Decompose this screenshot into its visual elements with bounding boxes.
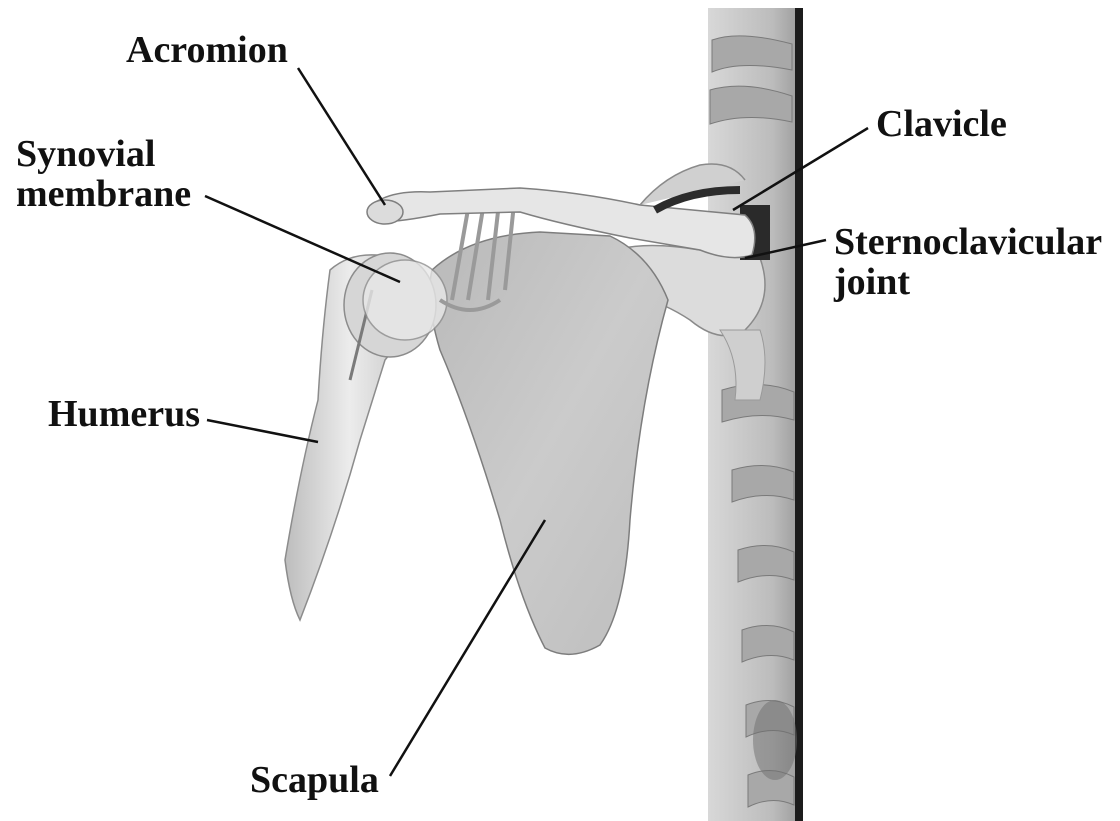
acromion-label: Acromion <box>126 30 288 70</box>
scapula-leader <box>390 520 545 776</box>
scapula-bone <box>430 232 668 654</box>
acromion-leader <box>298 68 385 205</box>
synovial-membrane-label: Synovial membrane <box>16 134 191 214</box>
clavicle-label: Clavicle <box>876 104 1007 144</box>
sternoclavicular-joint-label: Sternoclavicular joint <box>834 222 1102 302</box>
vertebral-column <box>708 8 803 821</box>
humerus-label: Humerus <box>48 394 200 434</box>
scapula-label: Scapula <box>250 760 379 800</box>
humerus-leader <box>207 420 318 442</box>
